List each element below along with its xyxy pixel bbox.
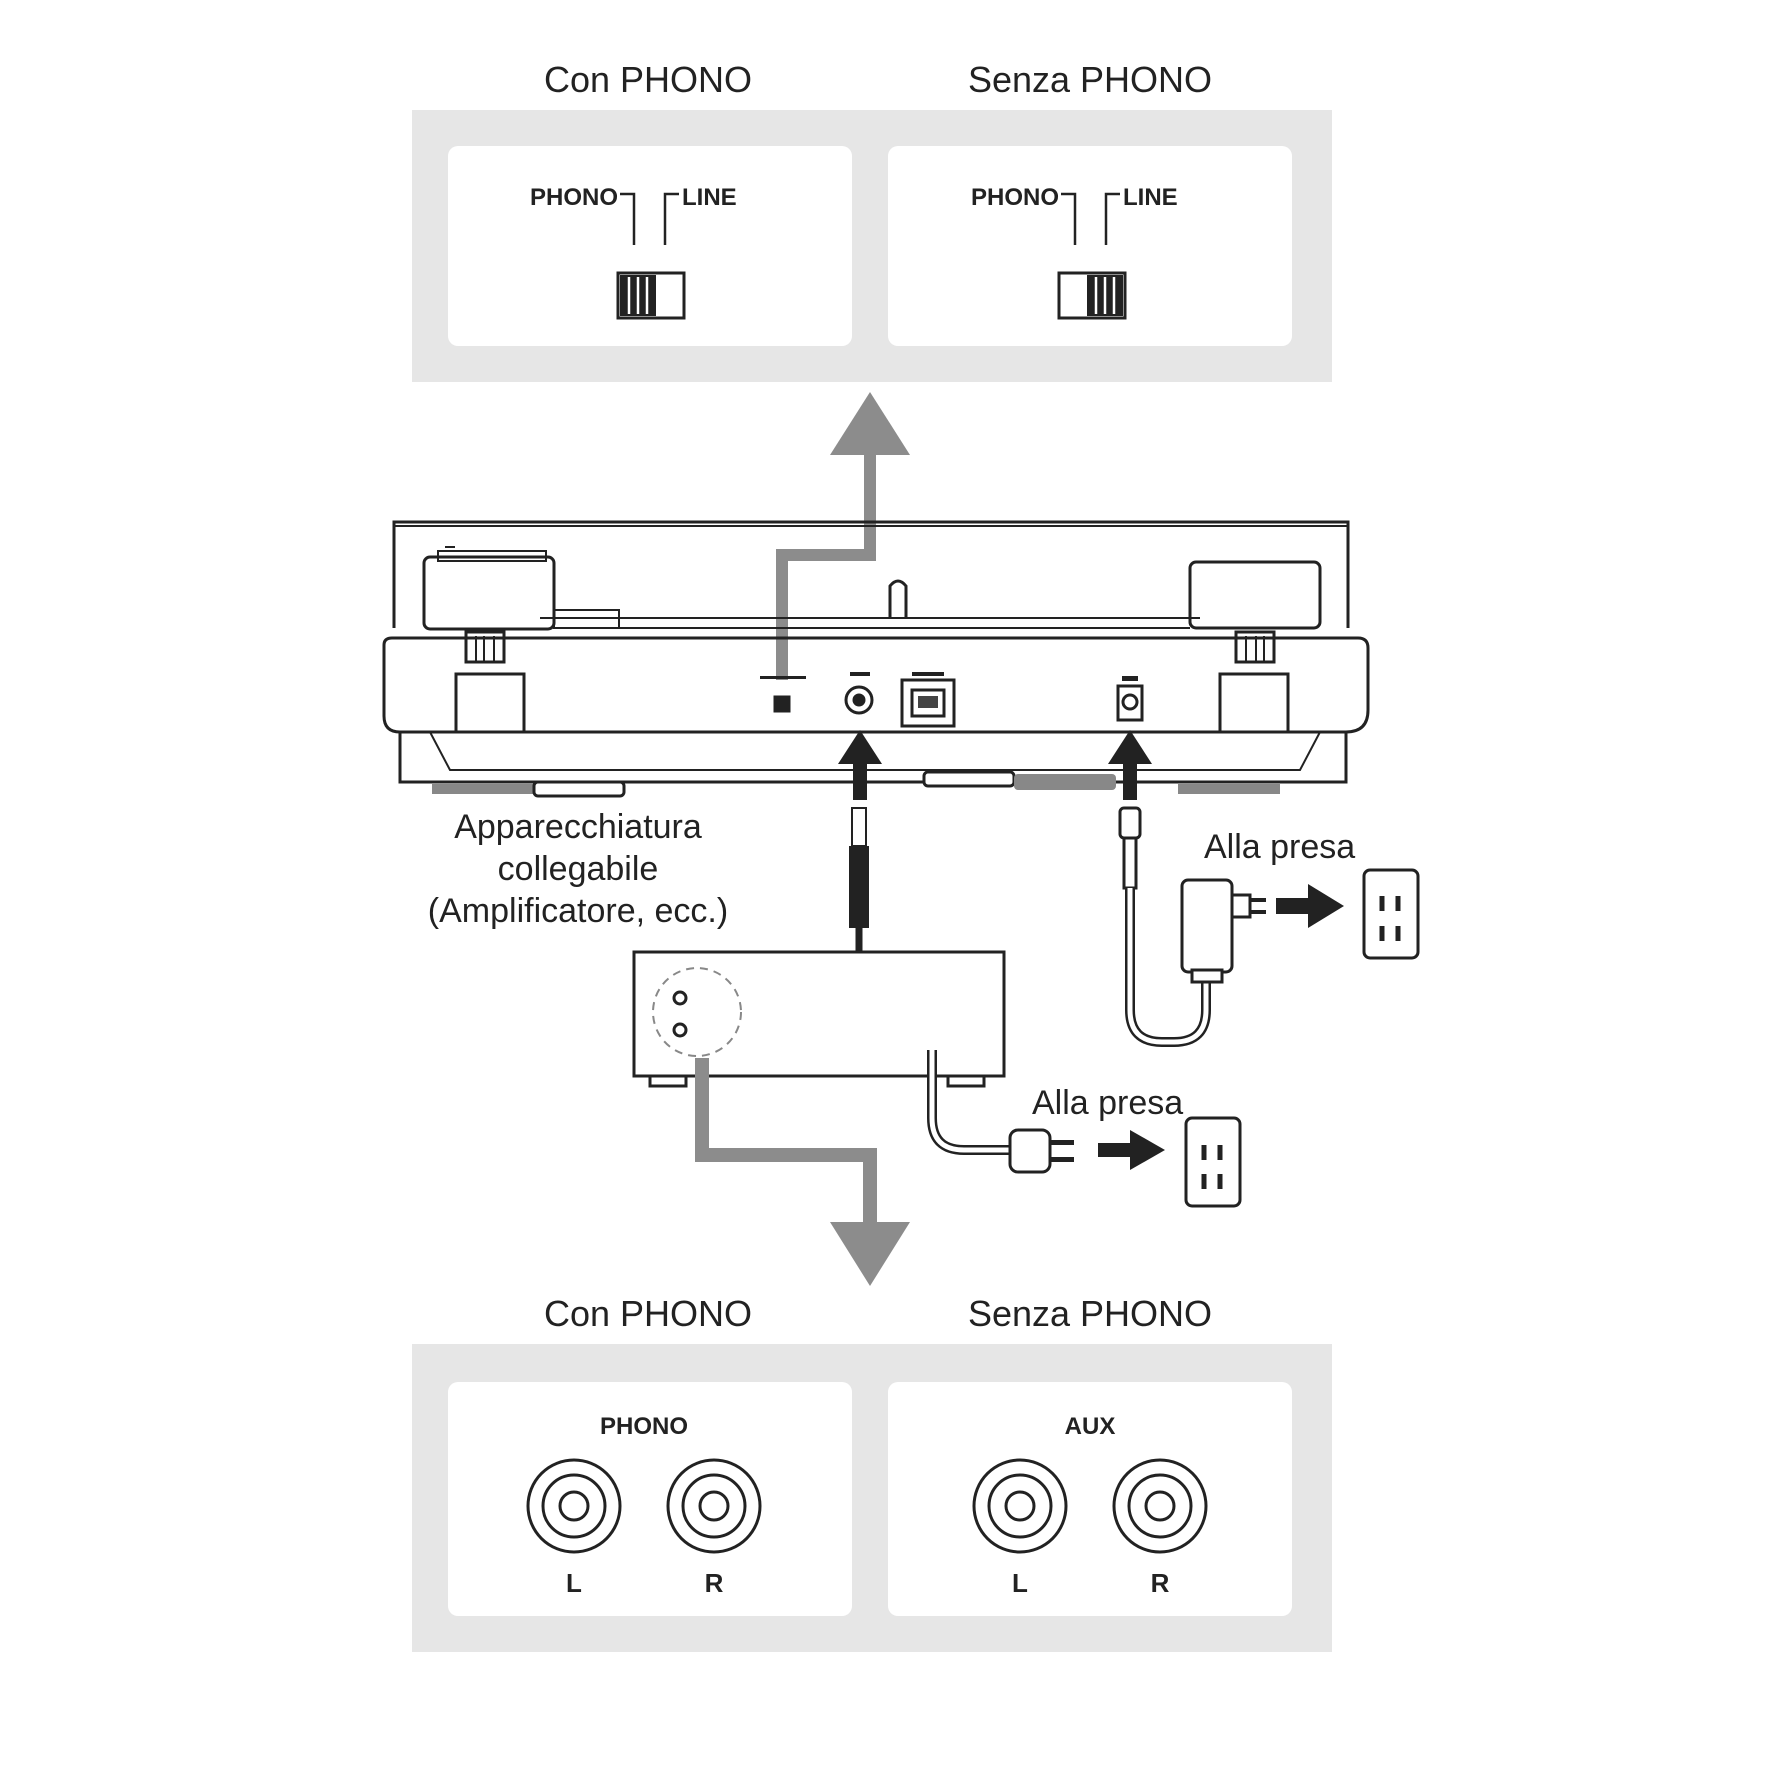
channel-label-right: R [1151, 1568, 1170, 1598]
amplifier-label-line1: Apparecchiatura [454, 808, 702, 846]
bottom-heading-without-phono: Senza PHONO [968, 1293, 1212, 1334]
rca-jack-right [666, 1458, 762, 1554]
gray-arrow-down [695, 1058, 910, 1286]
channel-label-left: L [1012, 1568, 1028, 1598]
outlet-label-adapter: Alla presa [1204, 828, 1355, 866]
channel-label-right: R [705, 1568, 724, 1598]
wall-outlet-1 [1362, 868, 1420, 960]
black-arrow-amp-outlet [1098, 1130, 1165, 1170]
input-label-aux: AUX [1065, 1413, 1116, 1440]
ac-adapter [1180, 878, 1266, 984]
phono-line-switch [616, 271, 686, 320]
black-arrow-line-out [838, 730, 882, 800]
switch-phono-label: PHONO [971, 184, 1059, 211]
amplifier-label-line2: collegabile [498, 850, 659, 888]
rca-jack-right [1112, 1458, 1208, 1554]
rca-jack-left [526, 1458, 622, 1554]
channel-label-left: L [566, 1568, 582, 1598]
top-heading-with-phono: Con PHONO [544, 59, 752, 100]
outlet-label-amplifier: Alla presa [1032, 1084, 1183, 1122]
black-arrow-dc-in [1108, 730, 1152, 800]
black-arrow-adapter-outlet [1276, 884, 1344, 928]
amplifier-label-line3: (Amplificatore, ecc.) [428, 892, 728, 930]
amplifier [632, 950, 1006, 1088]
rca-jack-left [972, 1458, 1068, 1554]
input-label-phono: PHONO [600, 1413, 688, 1440]
input-panel-with-phono: PHONO L R [448, 1382, 852, 1616]
phono-line-switch [1057, 271, 1127, 320]
bottom-heading-with-phono: Con PHONO [544, 1293, 752, 1334]
turntable-rear-view [382, 520, 1370, 798]
switch-phono-label: PHONO [530, 184, 618, 211]
switch-panel-with-phono: PHONO LINE [448, 146, 852, 346]
amplifier-power-cable [927, 1050, 1074, 1174]
switch-line-label: LINE [1123, 184, 1178, 211]
input-panel-without-phono: AUX L R [888, 1382, 1292, 1616]
ac-adapter-cable [1118, 806, 1211, 1047]
switch-line-label: LINE [682, 184, 737, 211]
wall-outlet-2 [1184, 1116, 1242, 1208]
switch-panel-without-phono: PHONO LINE [888, 146, 1292, 346]
top-heading-without-phono: Senza PHONO [968, 59, 1212, 100]
